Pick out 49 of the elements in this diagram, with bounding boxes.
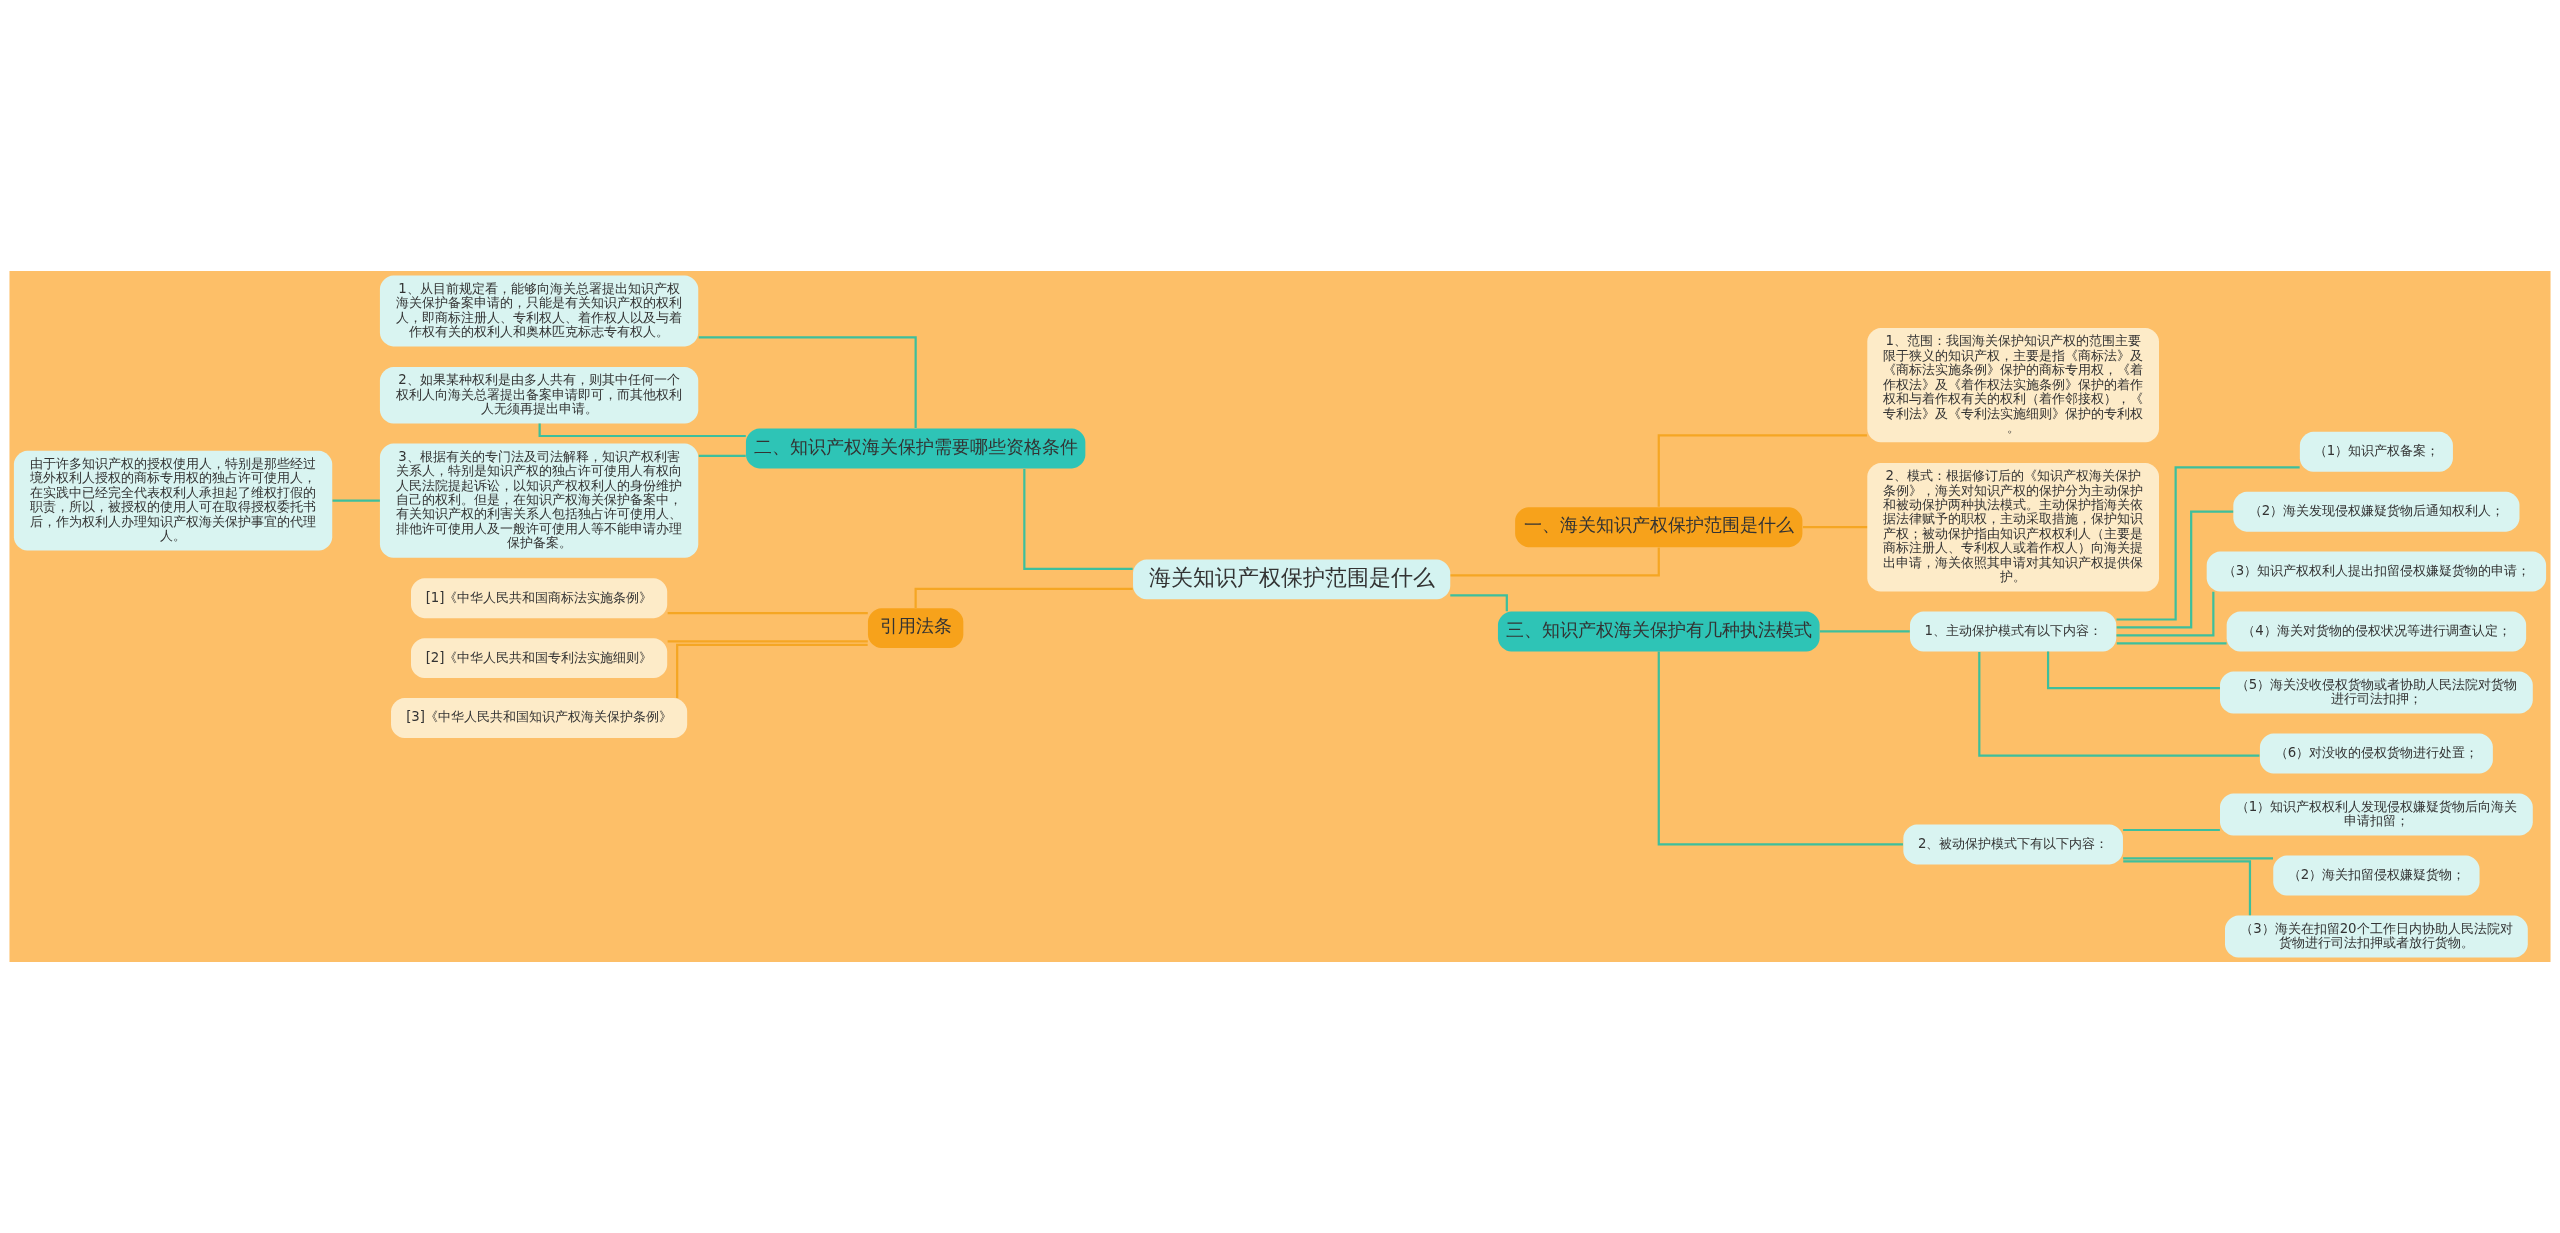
node-box: （3）海关在扣留20个工作日内协助人民法院对货物进行司法扣押或者放行货物。 <box>2225 915 2528 958</box>
connector <box>1023 468 1133 570</box>
node-box: 1、从目前规定看，能够向海关总署提出知识产权海关保护备案申请的，只能是有关知识产权的权利人，即商标注册人、专利权人、着作权人以及与着作权有关的权利人和奥林匹克标志专有权人。 <box>379 275 699 347</box>
node-box: [3]《中华人民共和国知识产权海关保护条例》 <box>391 698 688 738</box>
connector <box>2123 860 2252 916</box>
connector <box>676 643 868 698</box>
connector <box>698 336 917 429</box>
connector <box>1657 651 1903 846</box>
node-box: 1、范围：我国海关保护知识产权的范围主要限于狭义的知识产权，主要是指《商标法》及《商标法实施条例》保护的商标专用权，《着作权法》及《着作权法实施条例》保护的着作权和与着作权有关的权利（着作邻接权），《专利法》及《专利法实施细则》保护的专利权。 <box>1867 328 2159 443</box>
connector <box>2116 510 2234 629</box>
node-box: 二、知识产权海关保护需要哪些资格条件 <box>745 428 1086 469</box>
node-box: 2、被动保护模式下有以下内容： <box>1903 824 2123 865</box>
connector <box>2047 651 2220 690</box>
connector <box>698 454 746 458</box>
node-box: （6）对没收的侵权货物进行处置； <box>2259 733 2493 774</box>
node-box: 2、模式：根据修订后的《知识产权海关保护条例》，海关对知识产权的保护分为主动保护和被动保护两种执法模式。主动保护指海关依据法律赋予的职权，主动采取措施，保护知识产权；被动保护指由知识产权权利人（主要是商标注册人、专利权人或着作权人）向海关提出申请，海关依照其申请对其知识产权提供保护。 <box>1867 462 2159 592</box>
connector <box>1450 594 1508 612</box>
node-box: 2、如果某种权利是由多人共有，则其中任何一个权利人向海关总署提出备案申请即可，而其他权利人无须再提出申请。 <box>379 366 699 424</box>
connector <box>1978 652 2260 757</box>
node-box: [2]《中华人民共和国专利法实施细则》 <box>411 638 668 679</box>
node-box: （2）海关发现侵权嫌疑货物后通知权利人； <box>2233 491 2520 532</box>
node-box: 一、海关知识产权保护范围是什么 <box>1515 507 1803 548</box>
node-box: （1）知识产权权利人发现侵权嫌疑货物后向海关申请扣留； <box>2220 793 2533 836</box>
connector <box>2116 642 2227 645</box>
node-box: 引用法条 <box>867 608 964 649</box>
connector <box>1802 526 1868 529</box>
connector <box>1450 547 1660 577</box>
connector <box>1819 630 1910 633</box>
connector <box>332 499 380 502</box>
connector <box>667 612 868 615</box>
connector <box>538 423 746 438</box>
node-box: （4）海关对货物的侵权状况等进行调查认定； <box>2226 611 2527 652</box>
connector <box>2116 466 2300 621</box>
node-box: 三、知识产权海关保护有几种执法模式 <box>1497 611 1820 652</box>
node-box: 由于许多知识产权的授权使用人，特别是那些经过境外权利人授权的商标专用权的独占许可使用人，在实践中已经完全代表权利人承担起了维权打假的职责，所以，被授权的使用人可在取得授权委托书后，作为权利人办理知识产权海关保护事宜的代理人。 <box>13 450 333 551</box>
node-box: 3、根据有关的专门法及司法解释，知识产权利害关系人，特别是知识产权的独占许可使用人有权向人民法院提起诉讼，以知识产权权利人的身份维护自己的权利。但是，在知识产权海关保护备案中，有关知识产权的利害关系人包括独占许可使用人、排他许可使用人及一般许可使用人等不能申请办理保护备案。 <box>379 443 699 558</box>
connector <box>2116 591 2215 637</box>
node-box: （5）海关没收侵权货物或者协助人民法院对货物进行司法扣押； <box>2220 671 2533 714</box>
connector <box>667 640 868 643</box>
node-box: [1]《中华人民共和国商标法实施条例》 <box>411 578 668 619</box>
connector <box>2123 828 2220 832</box>
connector <box>2123 857 2273 860</box>
node-box: （3）知识产权权利人提出扣留侵权嫌疑货物的申请； <box>2206 551 2547 592</box>
node-box: 海关知识产权保护范围是什么 <box>1133 559 1451 600</box>
connector <box>1657 434 1867 507</box>
node-box: （1）知识产权备案； <box>2299 431 2453 472</box>
connector <box>914 587 1133 608</box>
node-box: （2）海关扣留侵权嫌疑货物； <box>2273 855 2480 896</box>
node-box: 1、主动保护模式有以下内容： <box>1910 611 2117 652</box>
